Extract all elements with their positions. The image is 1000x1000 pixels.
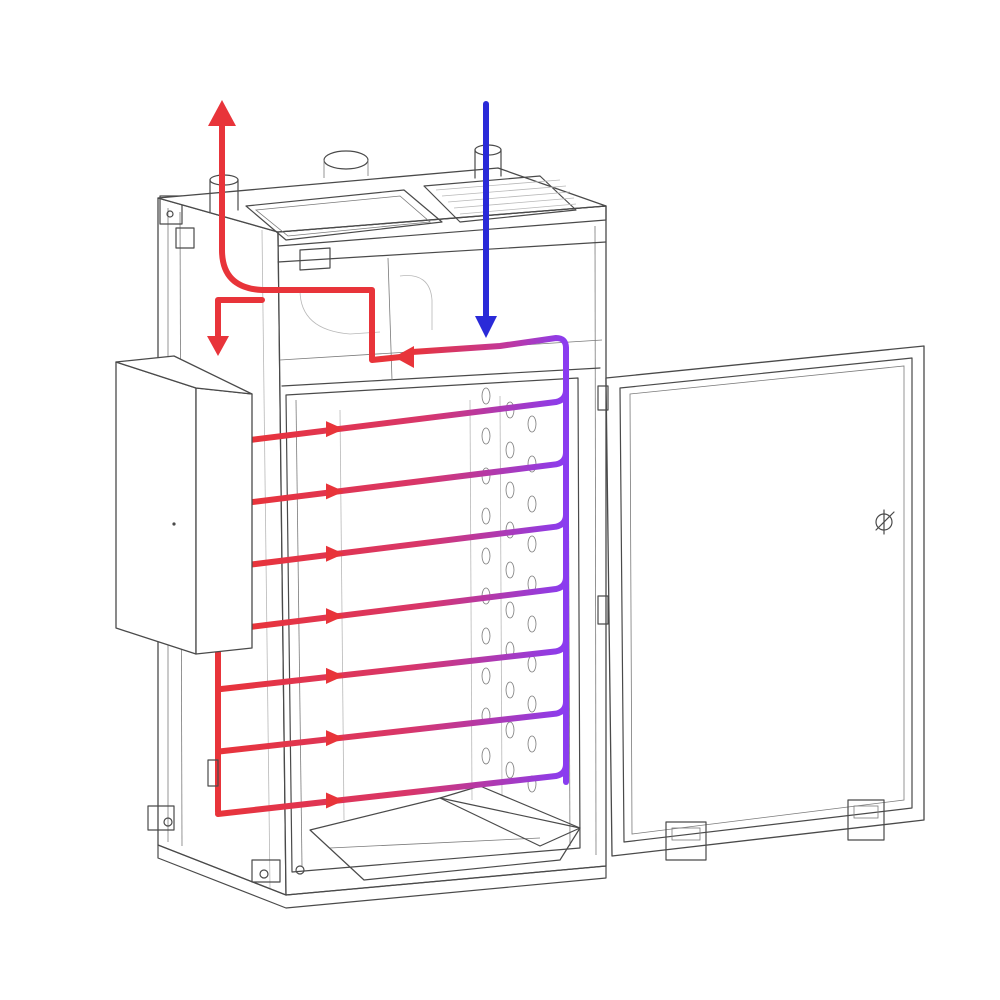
control-box-front — [115, 361, 197, 655]
opening-frame-line — [295, 399, 303, 867]
base-bolt — [259, 869, 269, 879]
roof-filter-tray-right — [423, 175, 577, 223]
perforation-hole — [505, 721, 515, 739]
roof-rear-box — [299, 247, 331, 271]
door-foot-bracket-left — [665, 821, 707, 861]
control-box — [115, 355, 253, 787]
base-bolt — [163, 817, 173, 827]
cabinet-threshold-ramp — [439, 785, 581, 847]
roof-round-cover — [323, 150, 369, 170]
horizontal-air-pass — [247, 511, 569, 568]
flow-direction-arrow-icon — [326, 483, 344, 500]
fan-housing-outline — [299, 289, 381, 335]
perforation-hole — [481, 747, 491, 765]
fan-housing-outline — [399, 275, 433, 330]
horizontal-air-pass — [215, 636, 569, 693]
door-hinge-top — [597, 385, 609, 411]
perforation-hole — [505, 761, 515, 779]
perforation-hole — [481, 387, 491, 405]
roof-front-lip — [277, 205, 607, 247]
fresh-air-down-arrow-icon — [475, 316, 497, 338]
roof-filter-tray-left — [245, 189, 443, 241]
flow-direction-arrow-icon — [326, 730, 344, 747]
top-left-hinge — [175, 227, 195, 249]
horizontal-air-pass — [215, 761, 569, 817]
cabinet-door — [597, 345, 925, 861]
perforation-hole — [527, 615, 537, 633]
perforation-hole — [481, 547, 491, 565]
base-foot-front — [251, 859, 281, 883]
perforation-hole — [481, 427, 491, 445]
floor-plate-line — [329, 837, 541, 849]
flow-direction-arrow-icon — [326, 421, 344, 438]
supply-air-down-path — [215, 297, 265, 341]
flow-direction-arrow-icon — [326, 667, 344, 684]
return-inlet-arrow-icon — [394, 346, 414, 368]
perforation-hole — [481, 627, 491, 645]
horizontal-air-pass — [247, 574, 569, 630]
perforation-hole — [527, 415, 537, 433]
perforation-hole — [527, 695, 537, 713]
horizontal-air-passes — [215, 387, 569, 817]
cabinet-body — [147, 195, 607, 909]
perforation-hole — [505, 441, 515, 459]
perforation-hole — [481, 667, 491, 685]
control-box-top — [115, 355, 253, 395]
airflow-arrows — [207, 100, 569, 817]
roof-filter-tray-left-inner — [254, 195, 431, 237]
flow-direction-arrow-icon — [326, 608, 344, 625]
perforation-hole — [505, 601, 515, 619]
flow-direction-arrow-icon — [326, 792, 344, 809]
hinge-bolt — [166, 210, 174, 218]
perforation-hole — [527, 495, 537, 513]
exhaust-outlet-arrow-icon — [208, 100, 236, 126]
horizontal-air-pass — [247, 387, 569, 443]
flow-direction-arrow-icon — [326, 545, 344, 562]
left-side-edge-line — [261, 229, 271, 889]
cabinet-floor-plate — [309, 797, 581, 881]
door-panel-inset — [629, 365, 905, 835]
filter-mesh-lines — [435, 179, 577, 215]
perforation-hole — [481, 507, 491, 525]
horizontal-air-pass — [247, 449, 569, 506]
perforation-hole — [527, 535, 537, 553]
exhaust-air-path — [219, 121, 413, 363]
door-foot-bracket-right — [847, 799, 885, 841]
supply-down-arrow-icon — [207, 336, 229, 356]
door-panel-outer — [605, 345, 925, 857]
door-hinge-middle — [597, 595, 609, 625]
perforation-hole — [505, 561, 515, 579]
upper-band-line — [281, 367, 601, 387]
perforation-hole — [527, 735, 537, 753]
cabinet-door-opening — [285, 377, 581, 873]
base-foot-left — [147, 805, 175, 831]
cabinet-base-plinth — [157, 844, 607, 909]
horizontal-air-pass — [215, 698, 569, 755]
top-left-hinge — [159, 195, 183, 225]
front-frame-right-edge — [594, 225, 597, 856]
control-box-screw — [172, 522, 176, 526]
base-bolt — [295, 865, 305, 875]
perforation-hole — [505, 681, 515, 699]
control-box-side — [195, 387, 253, 655]
perforation-hole — [505, 481, 515, 499]
door-handle-icon[interactable] — [875, 509, 895, 535]
door-panel-inner — [619, 357, 913, 843]
control-box-latch — [207, 759, 219, 787]
cabinet-roof — [157, 144, 607, 271]
upper-band-line — [277, 241, 607, 263]
